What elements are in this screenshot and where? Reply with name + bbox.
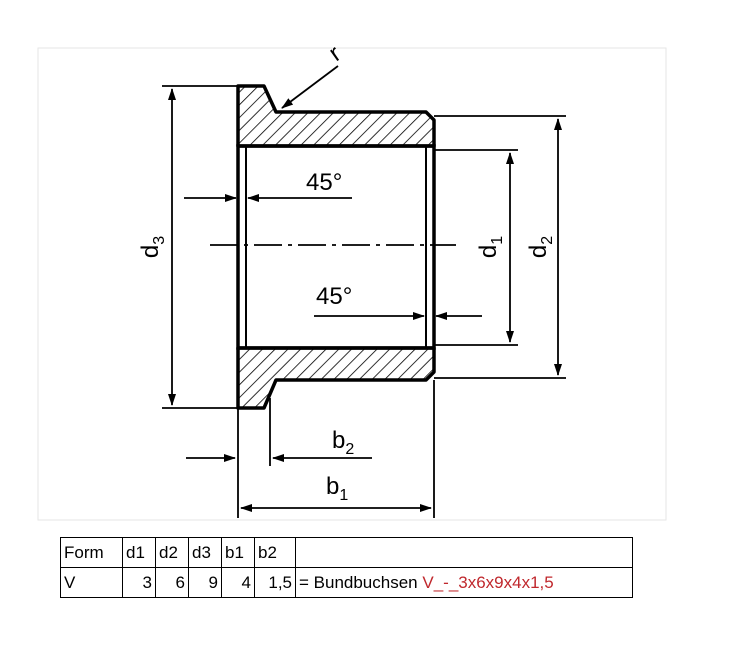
header-d3: d3 <box>188 537 222 568</box>
result-designation: V_-_3x6x9x4x1,5 <box>422 572 554 592</box>
table-row: V 3 6 9 4 1,5 = Bundbuchsen V_-_3x6x9x4x… <box>60 567 633 598</box>
cell-form: V <box>60 567 123 598</box>
b2-label-sub: 2 <box>345 441 354 458</box>
cell-b2: 1,5 <box>254 567 296 598</box>
cell-b1: 4 <box>221 567 255 598</box>
d1-label-sub: 1 <box>489 236 506 245</box>
d1-label: d1 <box>475 236 506 258</box>
bushing-section-bottom <box>236 346 436 410</box>
d2-label: d2 <box>525 236 556 258</box>
cell-d3: 9 <box>188 567 222 598</box>
cell-d1: 3 <box>122 567 156 598</box>
cell-result: = Bundbuchsen V_-_3x6x9x4x1,5 <box>295 567 633 598</box>
result-prefix: = Bundbuchsen <box>299 572 423 592</box>
b1-label-main: b <box>326 473 339 500</box>
bore-outline <box>236 144 436 350</box>
b2-label-main: b <box>332 427 345 454</box>
header-b1: b1 <box>221 537 255 568</box>
d3-label-main: d <box>137 245 164 258</box>
table-header-row: Form d1 d2 d3 b1 b2 <box>60 537 633 568</box>
cell-d2: 6 <box>155 567 189 598</box>
header-d1: d1 <box>122 537 156 568</box>
d2-label-main: d <box>525 245 552 258</box>
d3-label: d3 <box>137 236 168 258</box>
b2-label: b2 <box>332 427 354 458</box>
b1-label: b1 <box>326 473 348 504</box>
header-d2: d2 <box>155 537 189 568</box>
bushing-technical-drawing: d3 d1 d2 45° 45° r b2 b1 <box>37 40 667 521</box>
chamfer-bottom-label: 45° <box>316 283 352 310</box>
d2-label-sub: 2 <box>539 236 556 245</box>
radius-leader <box>281 65 339 109</box>
header-form: Form <box>60 537 123 568</box>
chamfer-top-label: 45° <box>306 169 342 196</box>
d1-label-main: d <box>475 245 502 258</box>
b1-label-sub: 1 <box>339 487 348 504</box>
header-empty <box>295 537 633 568</box>
d3-label-sub: 3 <box>151 236 168 245</box>
header-b2: b2 <box>254 537 296 568</box>
dimension-table: Form d1 d2 d3 b1 b2 V 3 6 9 4 1,5 = Bund… <box>60 537 633 598</box>
